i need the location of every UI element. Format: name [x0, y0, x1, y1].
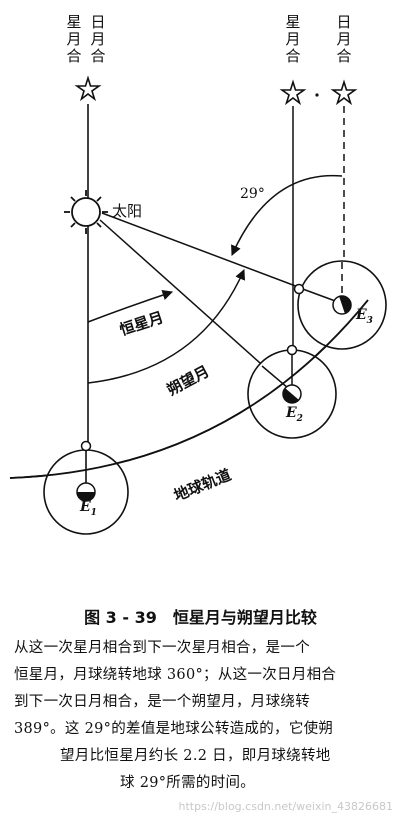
- label-e1: E1: [80, 500, 97, 518]
- label-conj-star-left: 星月合: [66, 13, 82, 65]
- caption-line-1: 从这一次星月相合到下一次星月相合，是一个: [14, 640, 310, 656]
- moon-e3: [293, 283, 305, 295]
- earth-e3-icon: [332, 295, 352, 315]
- caption-line-4: 389°。这 29°的差值是地球公转造成的，它使朔: [14, 721, 334, 737]
- label-angle: 29°: [240, 186, 265, 202]
- star-icon-right-a: [279, 79, 307, 106]
- star-icon-left: [74, 75, 102, 102]
- moon-e1: [80, 440, 92, 452]
- earth-e2-icon: [282, 384, 302, 404]
- label-e1-subscript: 1: [90, 507, 97, 518]
- star-icon-right-b: [330, 79, 358, 106]
- label-e3-subscript: 3: [366, 315, 373, 326]
- caption-line-3: 到下一次日月相合，是一个朔望月，月球绕转: [14, 694, 310, 710]
- arc-synodic: [87, 269, 245, 384]
- label-conj-sun-right: 日月合: [336, 13, 352, 65]
- label-e2-letter: E: [286, 405, 297, 421]
- label-e2-subscript: 2: [296, 413, 303, 424]
- label-e2: E2: [286, 406, 303, 424]
- watermark: https://blog.csdn.net/weixin_43826681: [178, 800, 393, 813]
- arc-sidereal: [87, 290, 173, 323]
- label-conj-star-right: 星月合: [285, 13, 301, 65]
- lunar-month-diagram: [9, 75, 387, 535]
- caption-line-6: 球 29°所需的时间。: [120, 775, 256, 791]
- dot-separator: [315, 93, 319, 97]
- sun-icon: [64, 190, 108, 234]
- earth-e1-icon: [76, 482, 96, 502]
- label-conj-sun-left: 日月合: [90, 13, 106, 65]
- label-sun: 太阳: [112, 202, 143, 220]
- figure-title: 图 3 - 39 恒星月与朔望月比较: [84, 608, 317, 627]
- label-e3: E3: [356, 308, 373, 326]
- label-e3-letter: E: [356, 307, 367, 323]
- arc-29deg: [231, 174, 343, 256]
- caption-line-2: 恒星月，月球绕转地球 360°；从这一次日月相合: [14, 667, 337, 683]
- caption-line-5: 望月比恒星月约长 2.2 日，即月球绕转地: [60, 748, 331, 764]
- moon-e2: [286, 344, 298, 356]
- label-e1-letter: E: [80, 499, 91, 515]
- line-sun-e2: [99, 219, 289, 389]
